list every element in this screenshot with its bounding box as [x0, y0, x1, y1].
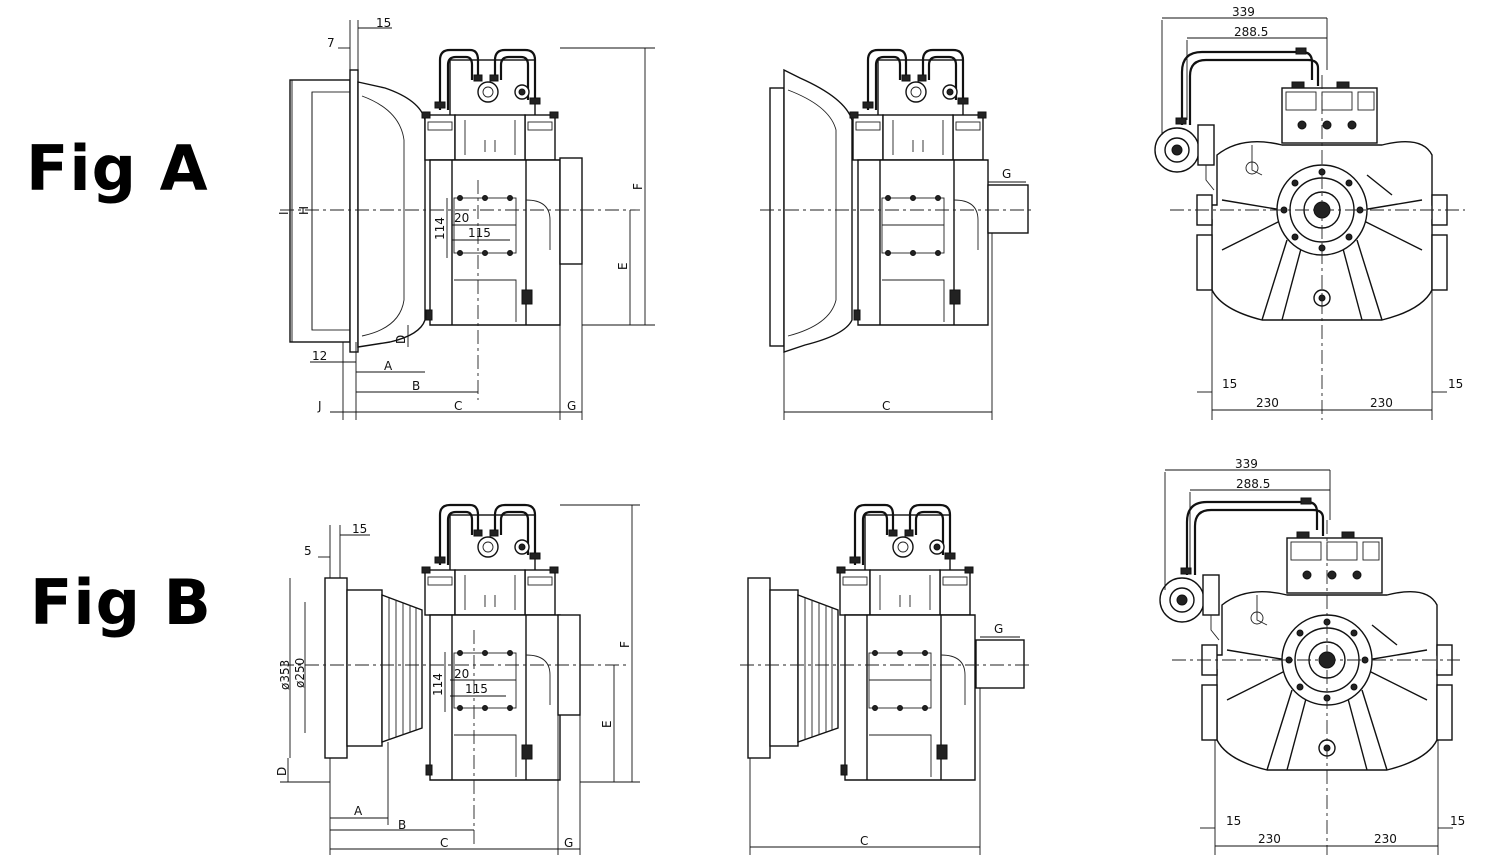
- fig-a-dim-top-15: 15: [376, 16, 391, 30]
- fig-b-dim-right-230: 230: [1374, 832, 1397, 846]
- fig-a-dim-E: E: [616, 262, 630, 270]
- fig-b-dim-250: ø250: [293, 658, 307, 688]
- fig-b-side-right-dimensions: G C: [749, 622, 1020, 855]
- fig-a-dim-114: 114: [433, 217, 447, 240]
- fig-a-dim-H: H: [297, 206, 311, 215]
- fig-b-right-dim-C: C: [860, 834, 868, 848]
- fig-b-dim-114: 114: [431, 673, 445, 696]
- fig-b-side-view-left: [280, 503, 630, 845]
- fig-a-dim-right-230: 230: [1370, 396, 1393, 410]
- fig-a-dim-339: 339: [1232, 5, 1255, 19]
- fig-b-dim-E: E: [600, 720, 614, 728]
- fig-b: 15 5 ø353 ø250 20 114 115 F E D A: [275, 457, 1465, 855]
- fig-b-dim-F: F: [618, 641, 632, 648]
- fig-b-dim-339: 339: [1235, 457, 1258, 471]
- fig-b-dim-288-5: 288.5: [1236, 477, 1270, 491]
- fig-b-label: Fig B: [30, 566, 212, 639]
- fig-a-dim-top-7: 7: [327, 36, 335, 50]
- fig-b-dim-D: D: [275, 767, 289, 776]
- fig-a-dim-A: A: [384, 359, 393, 373]
- fig-b-front-view: [1158, 496, 1460, 855]
- fig-b-dim-G: G: [564, 836, 573, 850]
- fig-a-right-dim-C: C: [882, 399, 890, 413]
- fig-b-dim-20: 20: [454, 667, 469, 681]
- fig-a-dim-12: 12: [312, 349, 327, 363]
- fig-b-dim-left-230: 230: [1258, 832, 1281, 846]
- fig-a-dim-G: G: [567, 399, 576, 413]
- fig-a-side-left-dimensions: 15 7 I H 20 114 115 F E D 12 A: [277, 16, 655, 420]
- fig-a: 15 7 I H 20 114 115 F E D 12 A: [277, 5, 1465, 420]
- fig-a-dim-115: 115: [468, 226, 491, 240]
- fig-a-dim-right-15: 15: [1448, 377, 1463, 391]
- fig-a-dim-D: D: [394, 335, 408, 344]
- fig-a-dim-288-5: 288.5: [1234, 25, 1268, 39]
- fig-b-side-left-dimensions: 15 5 ø353 ø250 20 114 115 F E D A: [275, 504, 640, 855]
- fig-a-dim-B: B: [412, 379, 420, 393]
- fig-b-right-dim-G: G: [994, 622, 1003, 636]
- fig-b-dim-C: C: [440, 836, 448, 850]
- fig-a-side-view-right: [760, 48, 1035, 353]
- fig-b-front-dimensions: 339 288.5 15 15 230 230: [1164, 457, 1465, 855]
- fig-b-dim-left-15: 15: [1226, 814, 1241, 828]
- fig-a-label: Fig A: [26, 132, 209, 205]
- fig-b-dim-115: 115: [465, 682, 488, 696]
- fig-b-side-view-right: [740, 503, 1030, 782]
- fig-b-dim-353: ø353: [278, 660, 292, 690]
- fig-a-dim-F: F: [631, 183, 645, 190]
- fig-a-dim-C: C: [454, 399, 462, 413]
- fig-a-side-view-left: [280, 48, 640, 400]
- fig-a-dim-left-15: 15: [1222, 377, 1237, 391]
- fig-a-dim-20: 20: [454, 211, 469, 225]
- fig-b-dim-top-5: 5: [304, 544, 312, 558]
- fig-a-side-right-dimensions: G C: [783, 167, 1026, 420]
- fig-a-dim-I: I: [277, 211, 291, 215]
- fig-b-dim-B: B: [398, 818, 406, 832]
- fig-a-dim-J: J: [317, 399, 322, 413]
- fig-a-right-dim-G: G: [1002, 167, 1011, 181]
- fig-b-dim-top-15: 15: [352, 522, 367, 536]
- fig-a-dim-left-230: 230: [1256, 396, 1279, 410]
- fig-b-dim-A: A: [354, 804, 363, 818]
- fig-a-front-view: [1153, 46, 1465, 420]
- fig-b-dim-right-15: 15: [1450, 814, 1465, 828]
- fig-a-front-dimensions: 339 288.5 15 15 230 230: [1161, 5, 1463, 420]
